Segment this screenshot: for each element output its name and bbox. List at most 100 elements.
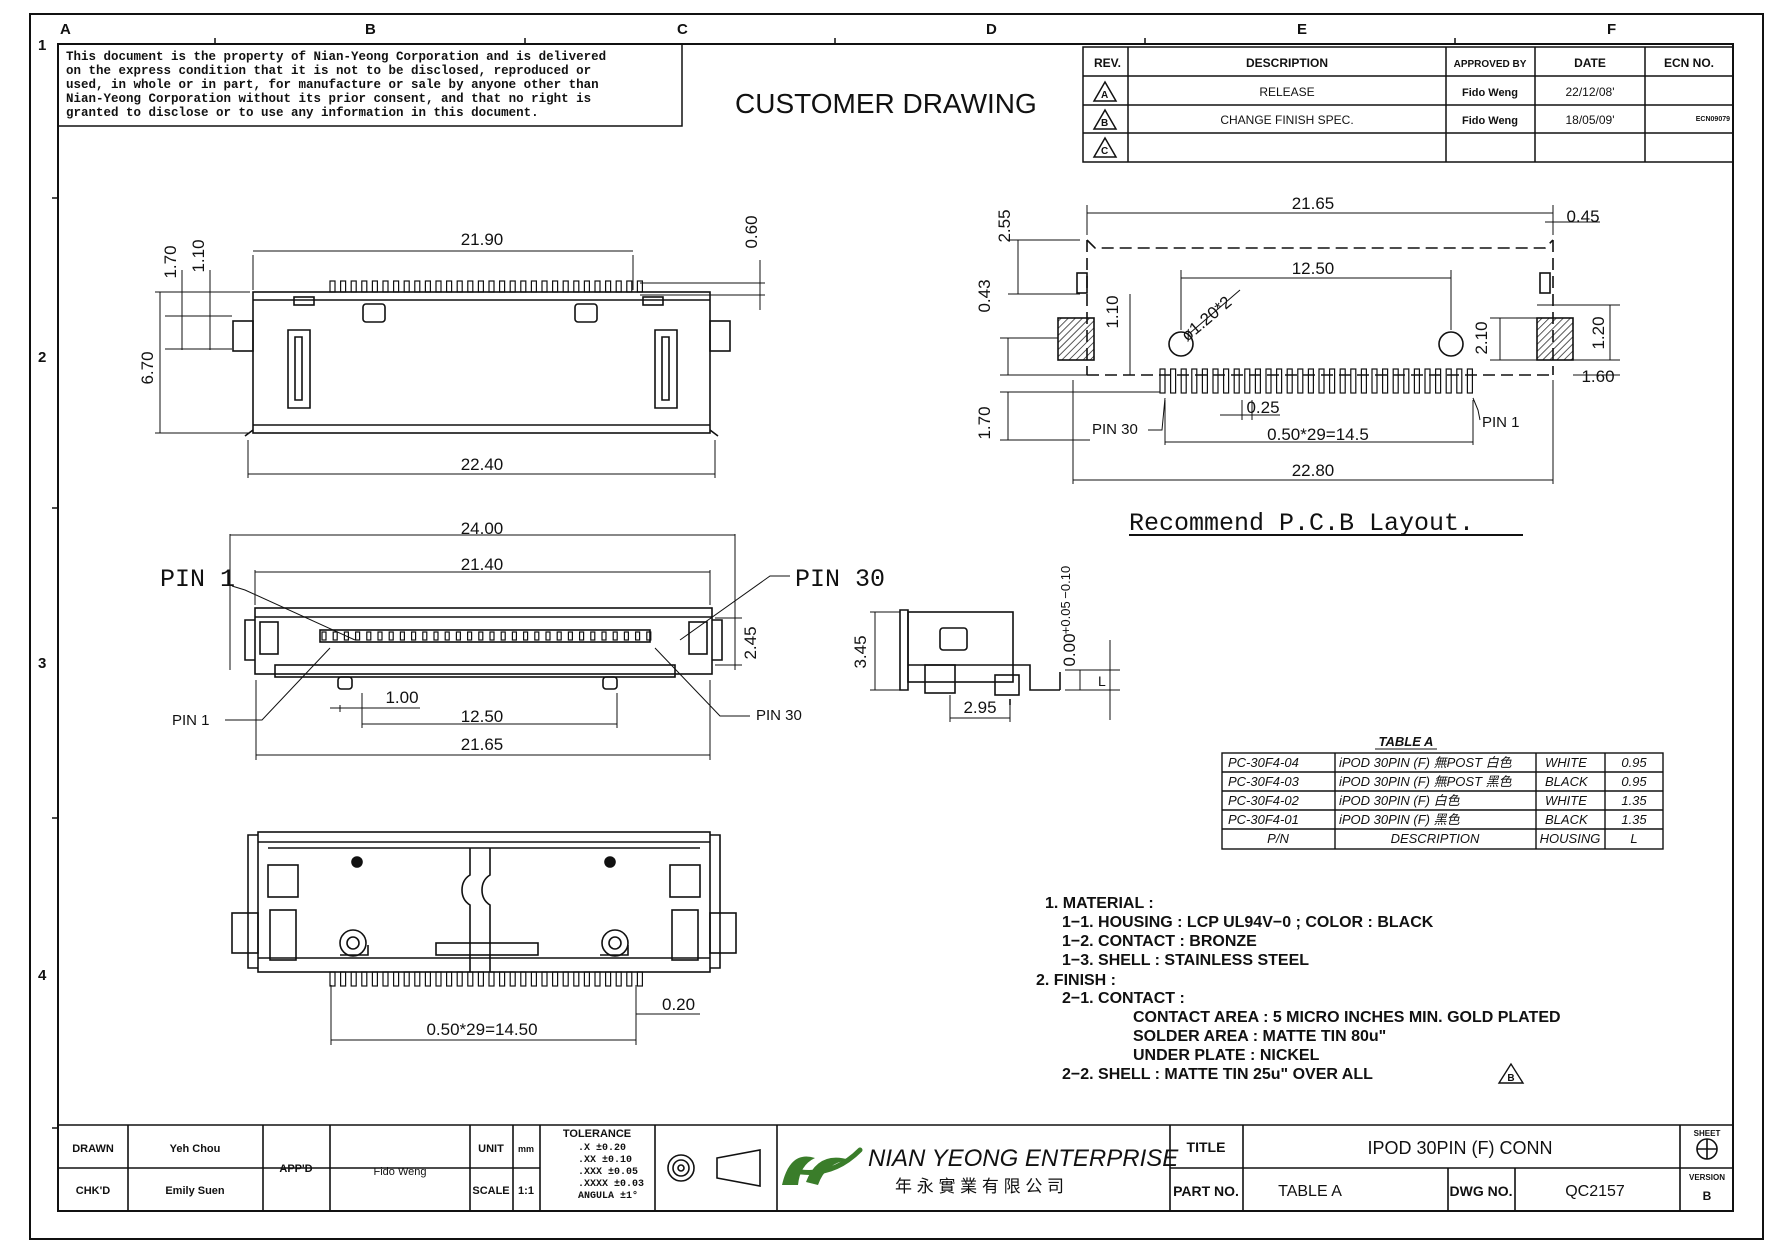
tb-label: TOLERANCE bbox=[563, 1128, 631, 1140]
note-line: UNDER PLATE : NICKEL bbox=[1133, 1047, 1320, 1064]
pcb-pin1-label: PIN 1 bbox=[1482, 414, 1520, 431]
rev-header: APPROVED BY bbox=[1454, 59, 1527, 70]
pcb-pad bbox=[1191, 368, 1198, 394]
pcb-layout bbox=[1000, 205, 1620, 484]
contact-pin bbox=[382, 971, 389, 987]
tb-label: PART NO. bbox=[1173, 1183, 1239, 1199]
drawing-number: QC2157 bbox=[1565, 1183, 1625, 1200]
contact-pin bbox=[594, 280, 601, 293]
table-cell: BLACK bbox=[1545, 774, 1589, 789]
contact-pin bbox=[578, 631, 585, 641]
drawing-title: IPOD 30PIN (F) CONN bbox=[1367, 1138, 1552, 1158]
tb-value: Fido Weng bbox=[374, 1166, 427, 1178]
contact-pin bbox=[411, 631, 417, 641]
contact-pin bbox=[636, 971, 644, 987]
contact-pin bbox=[361, 971, 368, 987]
table-cell: iPOD 30PIN (F) 無POST 黑色 bbox=[1339, 774, 1513, 789]
table-cell: 0.95 bbox=[1621, 774, 1647, 789]
pcb-pad bbox=[1456, 368, 1463, 394]
contact-pin bbox=[511, 631, 518, 641]
table-a-cells: PC-30F4-04 iPOD 30PIN (F) 無POST 白色 WHITE… bbox=[1228, 755, 1647, 846]
notes: 1. MATERIAL : 1−1. HOUSING : LCP UL94V−0… bbox=[1036, 895, 1561, 1083]
contact-pin bbox=[541, 280, 548, 293]
pcb-pad bbox=[1392, 368, 1399, 394]
tb-value: Emily Suen bbox=[165, 1185, 225, 1197]
dim-label: 0.00 bbox=[1060, 633, 1079, 666]
table-cell: BLACK bbox=[1545, 812, 1589, 827]
table-cell: iPOD 30PIN (F) 黑色 bbox=[1339, 812, 1461, 827]
notice-line: on the express condition that it is not … bbox=[66, 64, 591, 78]
dim-label: 0.20 bbox=[662, 995, 695, 1014]
zone-letter: D bbox=[986, 21, 997, 38]
company-name: NIAN YEONG ENTERPRISE bbox=[868, 1145, 1179, 1172]
pcb-pad bbox=[1466, 368, 1474, 394]
contact-pin bbox=[355, 631, 361, 641]
dim-label: 1.10 bbox=[1103, 295, 1122, 328]
dim-tolerance: +0.05 −0.10 bbox=[1058, 566, 1073, 634]
pcb-pad bbox=[1286, 368, 1293, 394]
contact-pin bbox=[477, 280, 484, 293]
company-name-cn: 年 永 實 業 有 限 公 司 bbox=[895, 1177, 1064, 1196]
side-view bbox=[870, 609, 1120, 722]
contact-pin bbox=[340, 280, 347, 293]
contact-pin bbox=[573, 280, 580, 293]
contact-pin bbox=[590, 631, 596, 641]
pcb-pad bbox=[1445, 368, 1452, 394]
tolerance-line: .X ±0.20 bbox=[578, 1143, 626, 1154]
rev-description: RELEASE bbox=[1259, 85, 1314, 99]
contact-pin bbox=[573, 971, 580, 987]
pcb-pad bbox=[1328, 368, 1336, 394]
tb-label: DRAWN bbox=[72, 1143, 114, 1155]
revision-b-marker: B bbox=[1497, 1062, 1525, 1084]
side-view-dims: 3.45 2.95 0.00 +0.05 −0.10 L bbox=[851, 566, 1106, 717]
notice-line: used, in whole or in part, for manufactu… bbox=[66, 78, 599, 92]
contact-pin bbox=[477, 971, 484, 987]
pcb-pad bbox=[1254, 368, 1262, 394]
note-line: 2−2. SHELL : MATTE TIN 25u" OVER ALL bbox=[1062, 1066, 1373, 1083]
tolerance-line: ANGULA ±1° bbox=[578, 1190, 638, 1202]
contact-pin bbox=[545, 631, 551, 641]
dim-label: 3.45 bbox=[851, 635, 870, 668]
title-block-text: DRAWN Yeh Chou CHK'D Emily Suen APP'D Fi… bbox=[72, 1128, 1725, 1203]
contact-pin bbox=[499, 280, 506, 293]
rev-header: ECN NO. bbox=[1664, 56, 1714, 70]
table-header: HOUSING bbox=[1540, 831, 1601, 846]
contact-pin bbox=[615, 971, 622, 987]
pcb-pad bbox=[1233, 368, 1240, 394]
dim-label: 6.70 bbox=[138, 351, 157, 384]
dim-label: 21.65 bbox=[1292, 194, 1335, 213]
contact-pin bbox=[489, 631, 495, 641]
pcb-pad bbox=[1212, 368, 1219, 394]
tb-value: Yeh Chou bbox=[170, 1143, 221, 1155]
dim-label: 1.70 bbox=[161, 245, 180, 278]
dim-label: 21.65 bbox=[461, 735, 504, 754]
zone-letter: B bbox=[365, 21, 376, 38]
zone-ticks bbox=[52, 38, 1456, 1129]
part-number: TABLE A bbox=[1278, 1183, 1342, 1200]
pcb-pad bbox=[1381, 368, 1389, 394]
contact-pin bbox=[530, 971, 538, 987]
table-cell: 0.95 bbox=[1621, 755, 1647, 770]
zone-letter: E bbox=[1297, 21, 1307, 38]
pcb-pad bbox=[1318, 368, 1325, 394]
contact-pin bbox=[551, 280, 559, 293]
dim-label: 0.25 bbox=[1246, 398, 1279, 417]
contact-pin bbox=[446, 971, 453, 987]
tb-label: TITLE bbox=[1187, 1139, 1226, 1155]
dim-label: 12.50 bbox=[461, 707, 504, 726]
table-cell: 1.35 bbox=[1621, 812, 1647, 827]
contact-pin bbox=[332, 631, 338, 641]
contact-pin bbox=[414, 971, 421, 987]
contact-pin bbox=[499, 971, 506, 987]
contact-pin bbox=[562, 280, 569, 293]
pin1-label: PIN 1 bbox=[172, 712, 210, 729]
top-view-dims: 21.90 0.60 1.70 1.10 6.70 22.40 bbox=[138, 215, 761, 474]
rev-marker-letter: B bbox=[1507, 1073, 1514, 1084]
rev-approved: Fido Weng bbox=[1462, 87, 1518, 99]
contact-pin bbox=[556, 631, 562, 641]
table-header: L bbox=[1630, 831, 1637, 846]
tolerance-line: .XX ±0.10 bbox=[578, 1155, 632, 1166]
contact-pin bbox=[520, 971, 527, 987]
notice-line: This document is the property of Nian-Ye… bbox=[66, 50, 606, 64]
dim-label: 1.10 bbox=[189, 239, 208, 272]
